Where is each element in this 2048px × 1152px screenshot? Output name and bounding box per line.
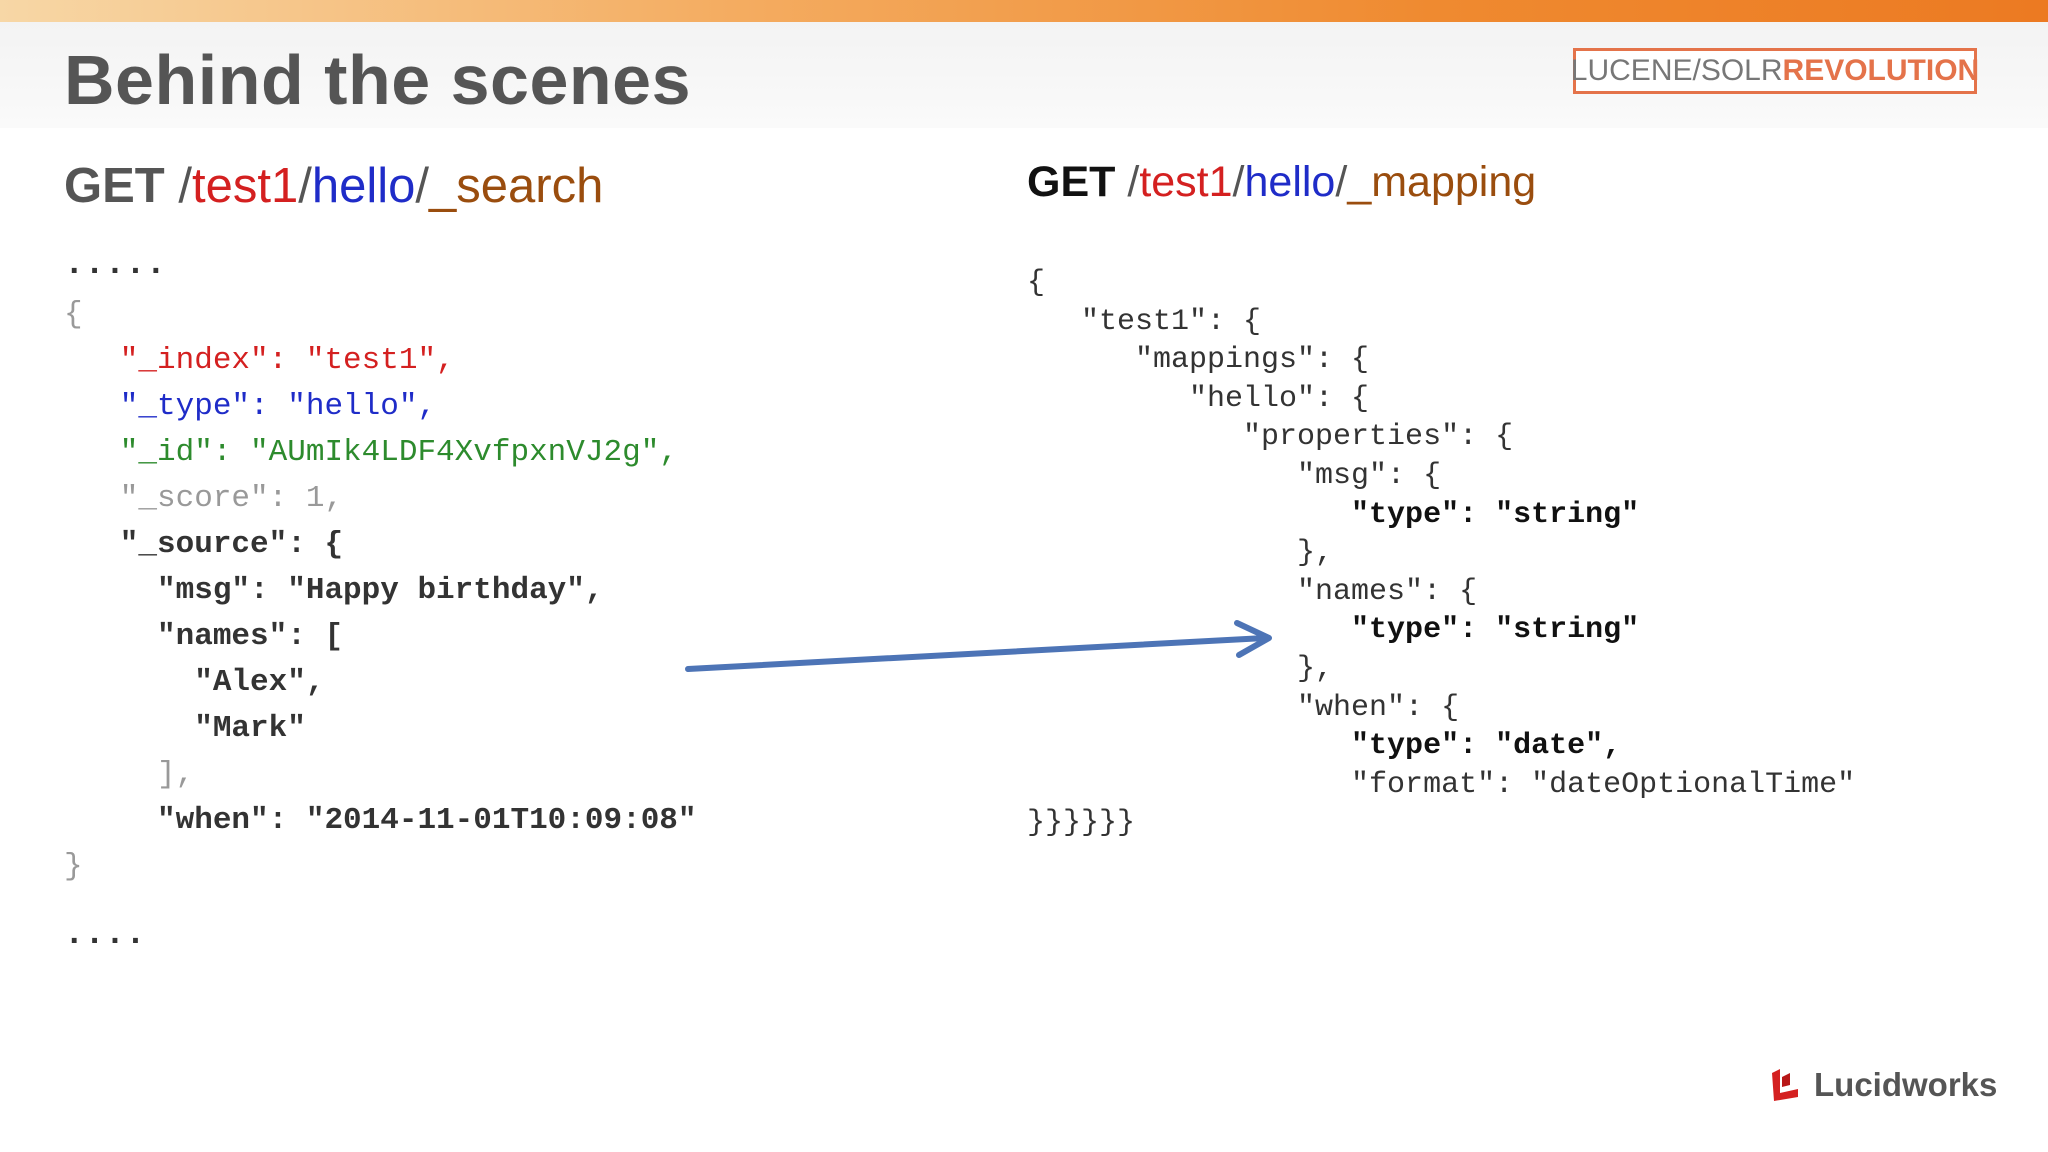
code-line: "Mark" — [64, 711, 306, 746]
code-line: { — [64, 297, 83, 332]
path-type: hello — [1244, 158, 1336, 206]
code-line: "test1": { — [1027, 304, 1262, 339]
http-verb: GET — [1027, 158, 1116, 206]
path-action: _mapping — [1347, 158, 1537, 206]
http-verb: GET — [64, 159, 165, 213]
path-slash: / — [1335, 158, 1348, 206]
path-slash: / — [1127, 158, 1140, 206]
search-result-json: { "_index": "test1", "_type": "hello", "… — [64, 292, 697, 890]
code-line: "names": { — [1027, 574, 1478, 609]
code-line: "_id": "AUmIk4LDF4XvfpxnVJ2g", — [64, 435, 678, 470]
ellipsis-bottom: .... — [64, 916, 146, 954]
code-line: "type": "string" — [1027, 613, 1640, 648]
code-line: ], — [64, 757, 195, 792]
code-line: { — [1027, 266, 1046, 300]
code-line: "type": "string" — [1027, 497, 1640, 532]
code-line: "msg": "Happy birthday", — [64, 573, 604, 608]
path-slash: / — [1232, 158, 1245, 206]
code-line: "when": "2014-11-01T10:09:08" — [64, 803, 697, 838]
mapping-arrow-icon — [685, 620, 1272, 672]
code-line: "_type": "hello", — [64, 389, 437, 424]
logo-text-lucene-solr: LUCENE/SOLR — [1570, 54, 1783, 87]
code-line: "mappings": { — [1027, 343, 1370, 378]
code-line: "msg": { — [1027, 458, 1442, 493]
code-line: "properties": { — [1027, 420, 1514, 455]
code-line: }}}}}} — [1027, 806, 1136, 841]
footer-logo: Lucidworks — [1768, 1066, 1997, 1104]
code-line: }, — [1027, 536, 1334, 571]
code-line: "_index": "test1", — [64, 343, 455, 378]
mapping-endpoint: GET /test1/hello/_mapping — [1027, 158, 1536, 207]
logo-text-revolution: REVOLUTION — [1782, 54, 1980, 87]
code-line: "Alex", — [64, 665, 325, 700]
path-action: _search — [429, 159, 604, 213]
path-index: test1 — [191, 159, 299, 213]
footer-brand-text: Lucidworks — [1814, 1066, 1998, 1103]
code-line: "names": [ — [64, 619, 344, 654]
mapping-json: { "test1": { "mappings": { "hello": { "p… — [1027, 264, 1855, 843]
slide-title: Behind the scenes — [64, 41, 692, 119]
code-line: "type": "date", — [1027, 729, 1622, 764]
ellipsis-top: ..... — [64, 246, 167, 284]
path-type: hello — [311, 159, 416, 213]
path-slash: / — [415, 159, 429, 213]
search-endpoint: GET /test1/hello/_search — [64, 158, 603, 214]
code-line: "_source": { — [64, 527, 344, 562]
code-line: }, — [1027, 651, 1334, 686]
code-line: } — [64, 849, 83, 884]
code-line: "format": "dateOptionalTime" — [1027, 767, 1856, 802]
code-line: "_score": 1, — [64, 481, 344, 516]
path-index: test1 — [1139, 158, 1233, 206]
lucidworks-logo-icon — [1772, 1069, 1798, 1101]
path-slash: / — [178, 159, 192, 213]
code-line: "when": { — [1027, 690, 1460, 725]
top-accent-bar — [0, 0, 2048, 22]
path-slash: / — [298, 159, 312, 213]
code-line: "hello": { — [1027, 381, 1370, 416]
